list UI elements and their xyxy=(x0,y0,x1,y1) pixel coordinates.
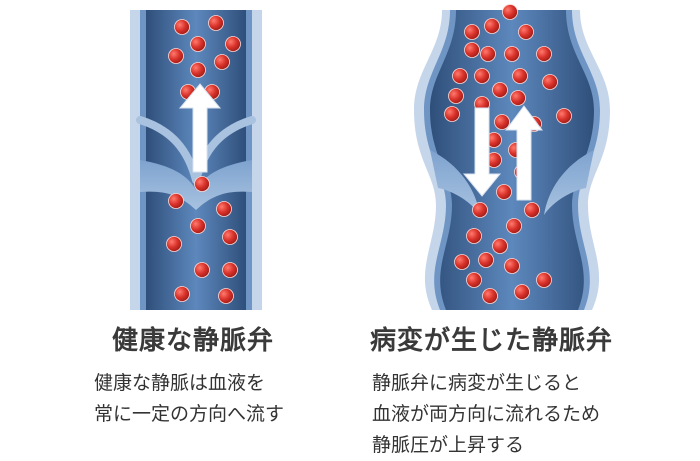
diseased-title: 病変が生じた静脈弁 xyxy=(370,326,614,356)
arrow-down-icon xyxy=(462,107,502,197)
valve-leaflet-right xyxy=(196,160,252,210)
arrow-up-icon xyxy=(178,83,222,173)
diseased-description-line-2: 血液が両方向に流れるため xyxy=(372,403,601,425)
blood-cells-healthy xyxy=(166,15,241,304)
healthy-description: 健康な静脈は血液を 常に一定の方向へ流す xyxy=(94,368,284,430)
damaged-leaflet-left xyxy=(430,150,480,215)
diseased-vein xyxy=(414,4,610,310)
healthy-description-line-1: 健康な静脈は血液を xyxy=(94,372,266,394)
arrow-up-icon-diseased xyxy=(505,105,543,201)
healthy-vein xyxy=(130,10,262,310)
diseased-description: 静脈弁に病変が生じると 血液が両方向に流れるため 静脈圧が上昇する xyxy=(372,368,600,461)
healthy-title: 健康な静脈弁 xyxy=(112,326,275,356)
diseased-description-line-1: 静脈弁に病変が生じると xyxy=(372,372,582,394)
damaged-leaflet-right xyxy=(544,150,594,215)
healthy-description-line-2: 常に一定の方向へ流す xyxy=(94,403,285,425)
diseased-description-line-3: 静脈圧が上昇する xyxy=(372,434,525,456)
